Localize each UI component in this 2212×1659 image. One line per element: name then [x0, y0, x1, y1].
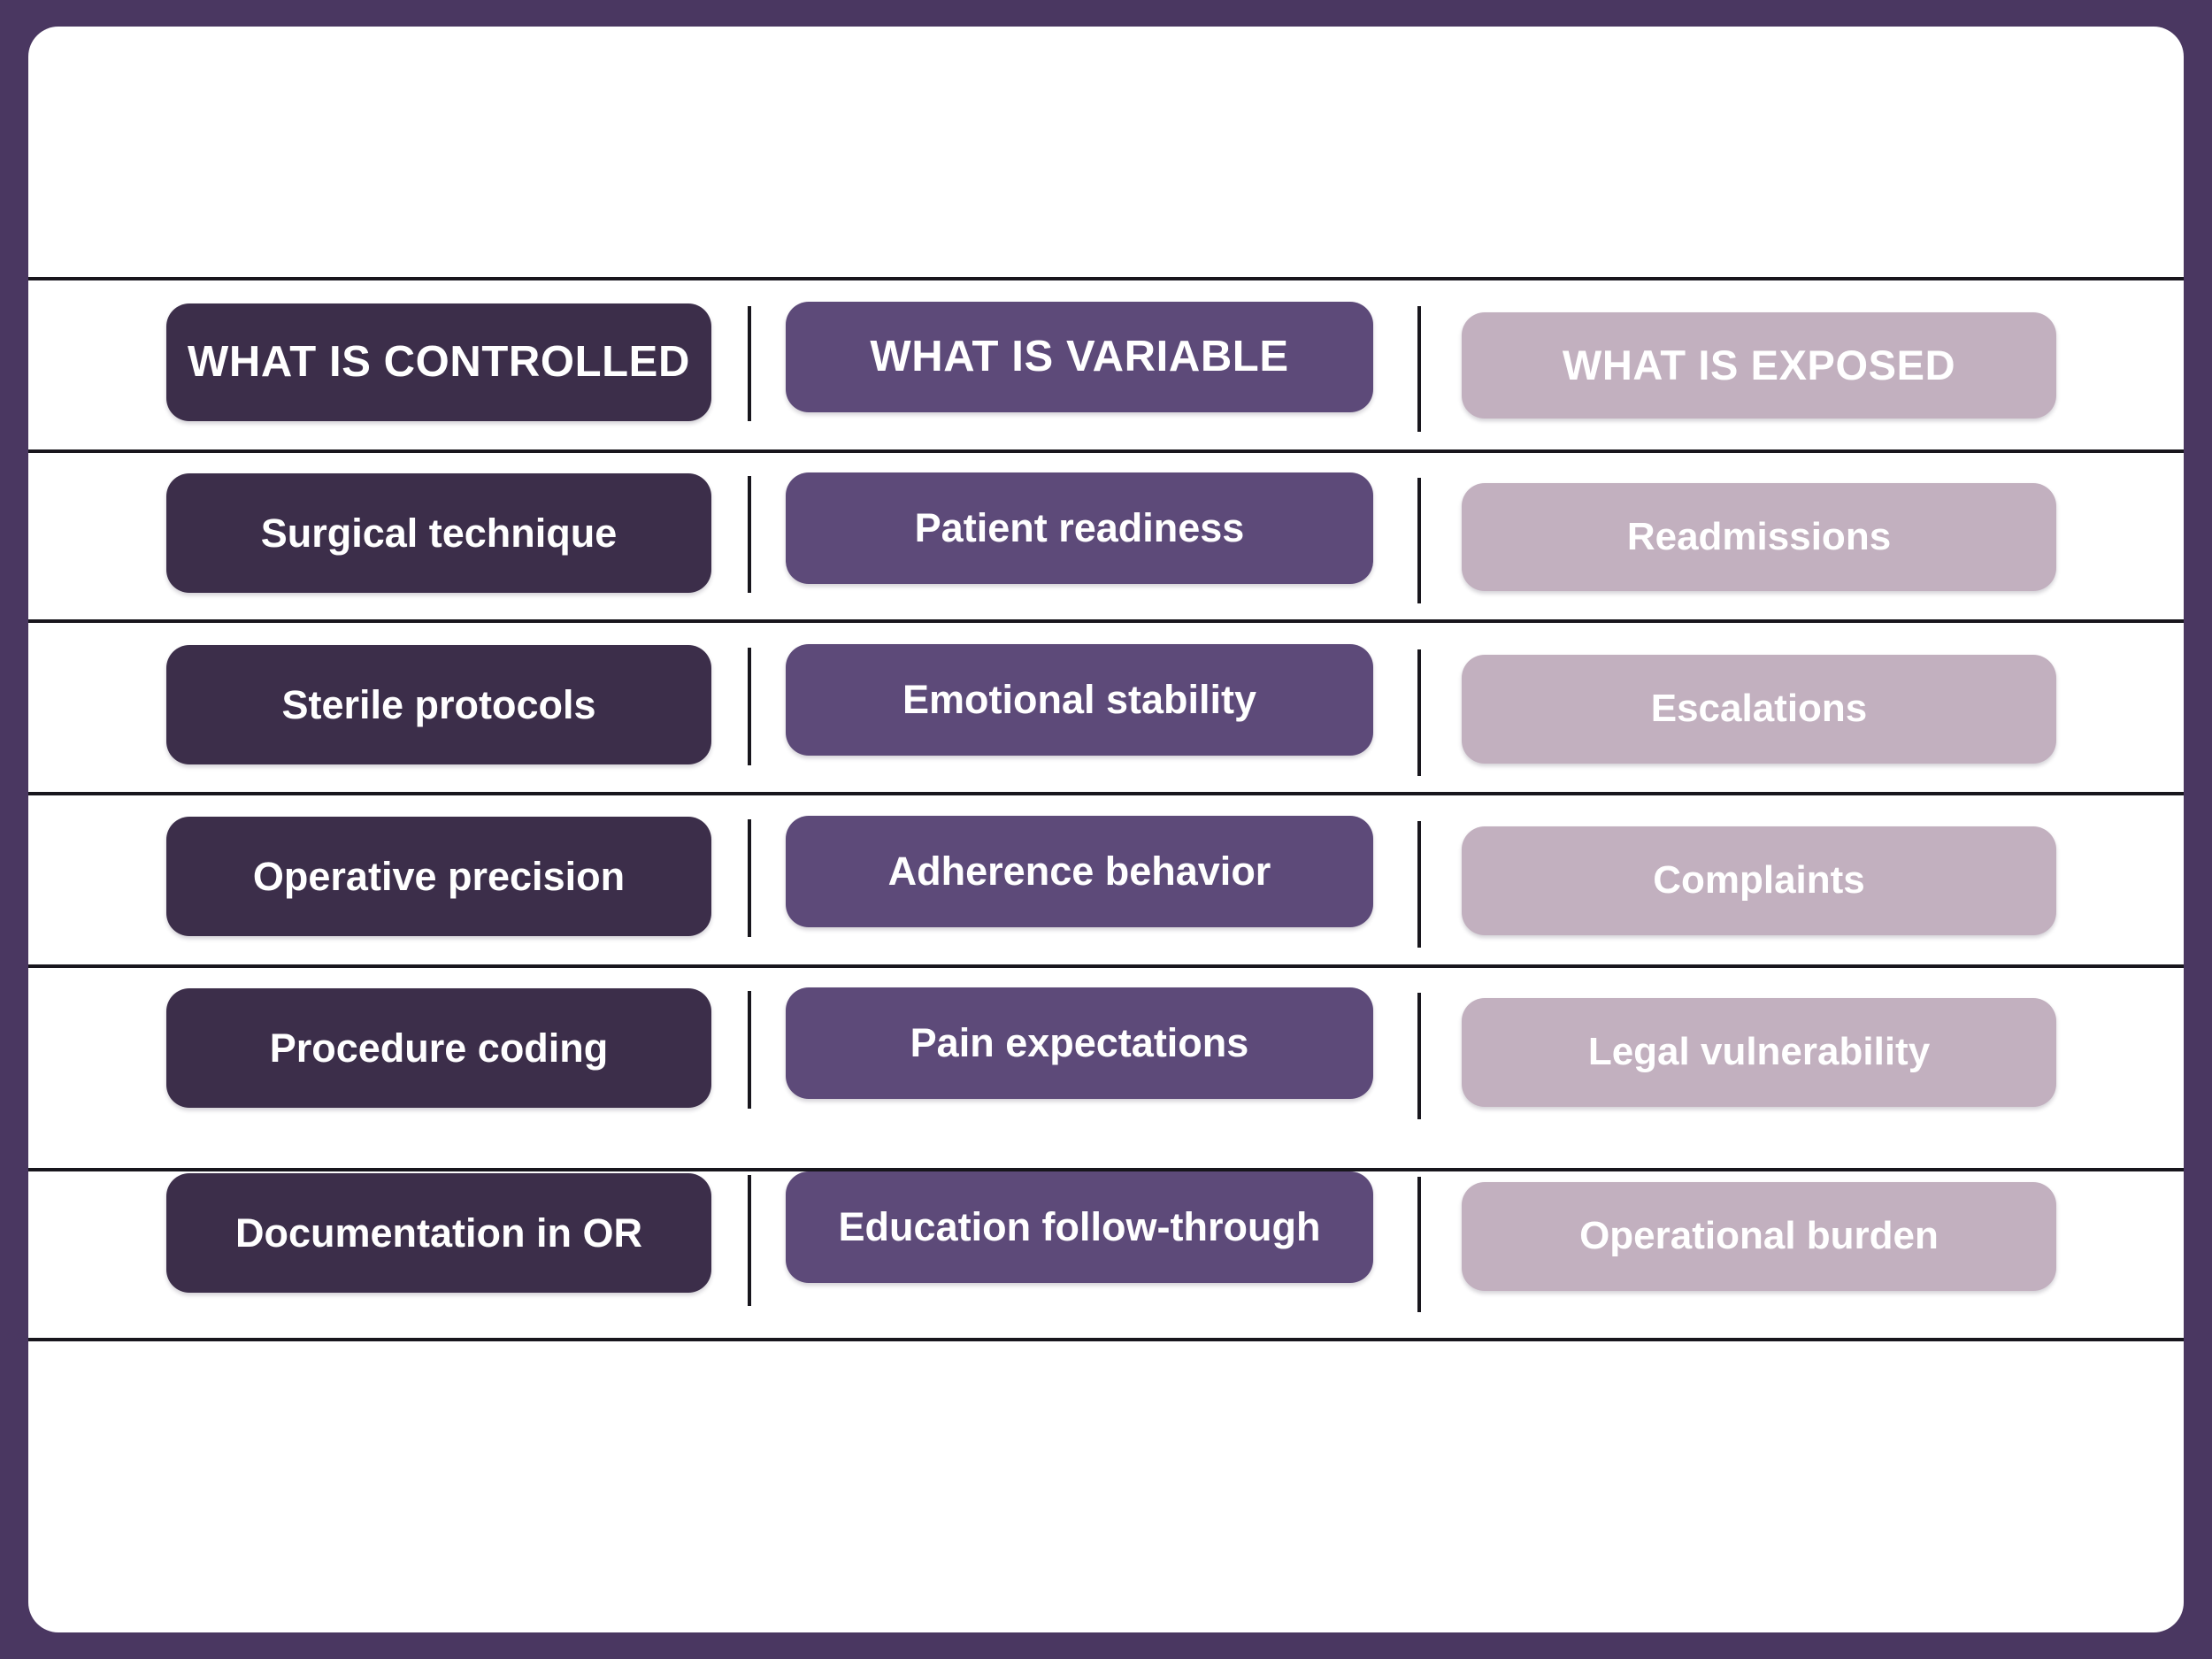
row-divider-2	[1417, 1177, 1421, 1312]
cell-label: Procedure coding	[269, 1025, 609, 1071]
cell-controlled[interactable]: Procedure coding	[166, 988, 711, 1108]
cell-variable[interactable]: Patient readiness	[786, 472, 1373, 584]
row-divider-1	[748, 991, 751, 1109]
cell-variable[interactable]: Pain expectations	[786, 987, 1373, 1099]
cell-exposed[interactable]: Complaints	[1462, 826, 2056, 935]
cell-label: Sterile protocols	[281, 681, 596, 727]
cell-label: Adherence behavior	[887, 849, 1271, 895]
table-row: Sterile protocols Emotional stability Es…	[28, 619, 2184, 792]
cell-exposed[interactable]: Operational burden	[1462, 1182, 2056, 1291]
header-pill-exposed[interactable]: WHAT IS EXPOSED	[1462, 312, 2056, 419]
row-divider-1	[748, 1175, 751, 1306]
cell-variable[interactable]: Emotional stability	[786, 644, 1373, 756]
header-pill-variable[interactable]: WHAT IS VARIABLE	[786, 302, 1373, 412]
rule-6	[28, 1168, 2184, 1171]
header-label-variable: WHAT IS VARIABLE	[870, 332, 1289, 380]
rule-7	[28, 1338, 2184, 1341]
cell-label: Readmissions	[1626, 514, 1892, 558]
cell-variable[interactable]: Adherence behavior	[786, 816, 1373, 927]
row-divider-1	[748, 819, 751, 937]
header-row: WHAT IS CONTROLLED WHAT IS VARIABLE WHAT…	[28, 277, 2184, 449]
cell-label: Patient readiness	[914, 505, 1245, 551]
table-row: Surgical technique Patient readiness Rea…	[28, 449, 2184, 619]
table-row: Operative precision Adherence behavior C…	[28, 792, 2184, 964]
header-pill-controlled[interactable]: WHAT IS CONTROLLED	[166, 303, 711, 421]
cell-label: Escalations	[1650, 687, 1868, 731]
header-label-controlled: WHAT IS CONTROLLED	[188, 337, 690, 386]
row-divider-1	[748, 648, 751, 765]
cell-exposed[interactable]: Readmissions	[1462, 483, 2056, 591]
cell-label: Operative precision	[252, 853, 626, 899]
cell-label: Complaints	[1653, 858, 1865, 902]
row-divider-2	[1417, 993, 1421, 1119]
cell-controlled[interactable]: Sterile protocols	[166, 645, 711, 764]
cell-exposed[interactable]: Escalations	[1462, 655, 2056, 764]
header-spacer-band	[28, 27, 2184, 277]
cell-controlled[interactable]: Documentation in OR	[166, 1173, 711, 1293]
cell-label: Documentation in OR	[235, 1210, 642, 1256]
cell-controlled[interactable]: Operative precision	[166, 817, 711, 936]
row-divider-2	[1417, 649, 1421, 776]
table-row: Documentation in OR Education follow-thr…	[28, 1168, 2184, 1338]
rule-2	[28, 449, 2184, 453]
footer-spacer-band	[28, 1338, 2184, 1632]
cell-exposed[interactable]: Legal vulnerability	[1462, 998, 2056, 1107]
cell-variable[interactable]: Education follow-through	[786, 1171, 1373, 1283]
cell-controlled[interactable]: Surgical technique	[166, 473, 711, 593]
header-divider-2	[1417, 306, 1421, 432]
row-divider-1	[748, 476, 751, 593]
header-divider-1	[748, 306, 751, 421]
table-row: Procedure coding Pain expectations Legal…	[28, 964, 2184, 1168]
content-card: WHAT IS CONTROLLED WHAT IS VARIABLE WHAT…	[28, 27, 2184, 1632]
rule-1	[28, 277, 2184, 280]
cell-label: Emotional stability	[902, 677, 1257, 723]
cell-label: Legal vulnerability	[1587, 1030, 1931, 1074]
rule-5	[28, 964, 2184, 968]
cell-label: Pain expectations	[910, 1020, 1249, 1066]
row-divider-2	[1417, 478, 1421, 603]
rule-3	[28, 619, 2184, 623]
cell-label: Education follow-through	[838, 1204, 1321, 1250]
row-divider-2	[1417, 821, 1421, 948]
rule-4	[28, 792, 2184, 795]
cell-label: Surgical technique	[260, 510, 618, 556]
header-label-exposed: WHAT IS EXPOSED	[1562, 342, 1956, 389]
cell-label: Operational burden	[1579, 1214, 1939, 1258]
